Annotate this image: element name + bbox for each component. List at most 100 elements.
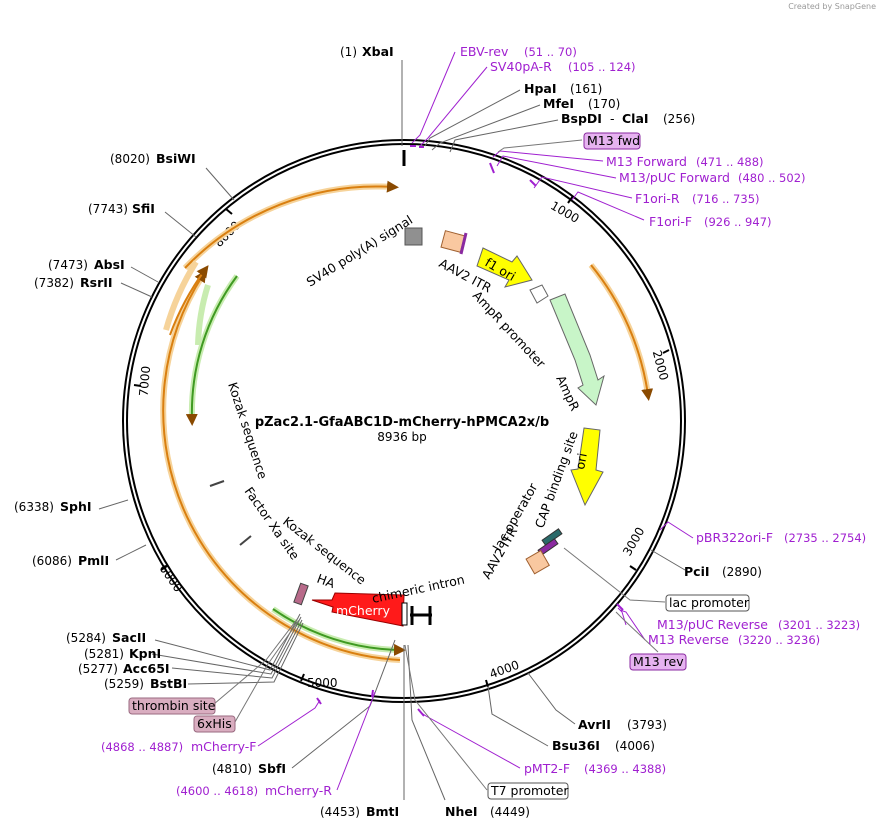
lac-promoter-label: lac promoter: [669, 595, 750, 610]
rsrii-name: RsrII: [80, 275, 113, 290]
mcherry-r-leader: [336, 691, 376, 791]
xbai-name: XbaI: [362, 44, 394, 59]
green-arrow-inner-glow: [195, 284, 211, 346]
his-leader: [234, 619, 300, 723]
acc65i-leader: [171, 619, 303, 679]
ebv-rev-name: EBV-rev: [460, 44, 509, 59]
chimeric-intron-label: chimeric intron: [371, 572, 466, 606]
ampr-arrow: [549, 293, 605, 406]
m13-reverse-marker: [616, 603, 624, 611]
thrombin-leader: [213, 617, 299, 705]
acc65i-name: Acc65I: [123, 661, 170, 676]
m13rev-leader: [615, 611, 659, 653]
m13puc-reverse-range: (3201 .. 3223): [778, 618, 860, 632]
bsu36i-pos: (4006): [615, 739, 655, 753]
m13-forward-marker: [489, 162, 495, 174]
mcherry-arrow: [311, 592, 405, 627]
mcherry-r-name: mCherry-R: [265, 783, 332, 798]
nhei-pos: (4449): [490, 805, 530, 819]
ampr-label: AmpR: [553, 373, 583, 413]
nhei-name: NheI: [445, 804, 478, 819]
sv40pa-r-name: SV40pA-R: [490, 59, 552, 74]
f1ori-r-leader: [533, 176, 633, 199]
m13fwd-box: [583, 132, 641, 150]
ampr-promoter-arrow: [529, 284, 549, 304]
rsrii-leader: [120, 282, 153, 298]
plasmid-name: pZac2.1-GfaABC1D-mCherry-hPMCA2x/b: [255, 415, 549, 430]
snapgene-credit: Created by SnapGene: [788, 2, 876, 11]
m13puc-reverse-name: M13/pUC Reverse: [657, 617, 768, 632]
bspdi-name: BspDI: [561, 111, 602, 126]
mcherry-end-marker: [401, 602, 408, 626]
avrii-leader: [527, 672, 576, 725]
mfei-pos: (170): [588, 97, 620, 111]
m13puc-forward-name: M13/pUC Forward: [619, 170, 730, 185]
bsiwi-pos: (8020): [110, 152, 150, 166]
primer-leaders: [257, 51, 694, 791]
absi-pos: (7473): [48, 258, 88, 272]
pbr322ori-f-leader: [659, 521, 694, 539]
thrombin-box: [128, 697, 216, 715]
pcii-pos: (2890): [722, 565, 762, 579]
mcherry-f-leader: [257, 699, 321, 747]
m13rev-box: [629, 653, 687, 671]
bspdi-separator: -: [610, 111, 615, 126]
mfei-leader: [431, 104, 541, 151]
m13-reverse-leader: [619, 609, 646, 641]
pmt2-f-range: (4369 .. 4388): [584, 762, 666, 776]
avrii-name: AvrII: [578, 717, 611, 732]
kpni-leader: [151, 616, 302, 675]
hpai-pos: (161): [570, 82, 602, 96]
absi-leader: [130, 266, 159, 283]
m13puc-forward-range: (480 .. 502): [738, 171, 806, 185]
bstbi-pos: (5259): [104, 677, 144, 691]
rsrii-pos: (7382): [34, 276, 74, 290]
bmti-pos: (4453): [320, 805, 360, 819]
sfii-leader: [164, 211, 197, 238]
pmli-leader: [115, 544, 147, 561]
sbfi-name: SbfI: [258, 761, 286, 776]
sfii-pos: (7743): [88, 202, 128, 216]
sacii-name: SacII: [112, 630, 146, 645]
bspdi-pos: (256): [663, 112, 695, 126]
tick-3000: [629, 565, 637, 571]
ori-label: ori: [572, 452, 590, 471]
m13fwd-leader: [497, 139, 583, 153]
sacii-pos: (5284): [66, 631, 106, 645]
m13-reverse-name: M13 Reverse: [648, 632, 729, 647]
m13rev-label: M13 rev: [633, 654, 684, 669]
green-arrow-bottom: [272, 608, 406, 656]
factor-xa-marker: [239, 535, 252, 546]
tick-label-5000: 5000: [307, 676, 338, 690]
kozak-marker: [209, 480, 225, 487]
m13-reverse-range: (3220 .. 3236): [738, 633, 820, 647]
ebv-rev-leader: [411, 51, 456, 144]
plasmid-size: 8936 bp: [377, 430, 427, 444]
bstbi-leader: [187, 622, 304, 685]
bsiwi-name: BsiWI: [156, 151, 196, 166]
bstbi-name: BstBI: [150, 676, 187, 691]
sbfi-pos: (4810): [212, 762, 252, 776]
aav2-itr-bottom-marker: [525, 549, 550, 575]
pmli-pos: (6086): [32, 554, 72, 568]
orange-arrow-right-glow: [588, 263, 651, 396]
m13puc-forward-leader: [496, 155, 617, 179]
his-label: 6xHis: [197, 716, 232, 731]
m13-forward-name: M13 Forward: [606, 154, 687, 169]
bsiwi-leader: [205, 167, 235, 201]
tick-5000: [300, 673, 305, 682]
tick-4000: [485, 679, 489, 688]
f1ori-f-range: (926 .. 947): [704, 215, 772, 229]
acc65i-pos: (5277): [78, 662, 118, 676]
f1ori-r-name: F1ori-R: [635, 191, 680, 206]
ori-arrow: [570, 427, 604, 507]
thrombin-label: thrombin site: [132, 698, 216, 713]
kpni-name: KpnI: [129, 646, 161, 661]
tick-7000: [133, 384, 142, 387]
tick-marks: [133, 195, 670, 688]
ha-tag-marker: [293, 582, 309, 606]
nhei-leader: [407, 644, 446, 801]
pmt2-f-leader: [419, 711, 521, 769]
tick-label-2000: 2000: [650, 349, 671, 382]
